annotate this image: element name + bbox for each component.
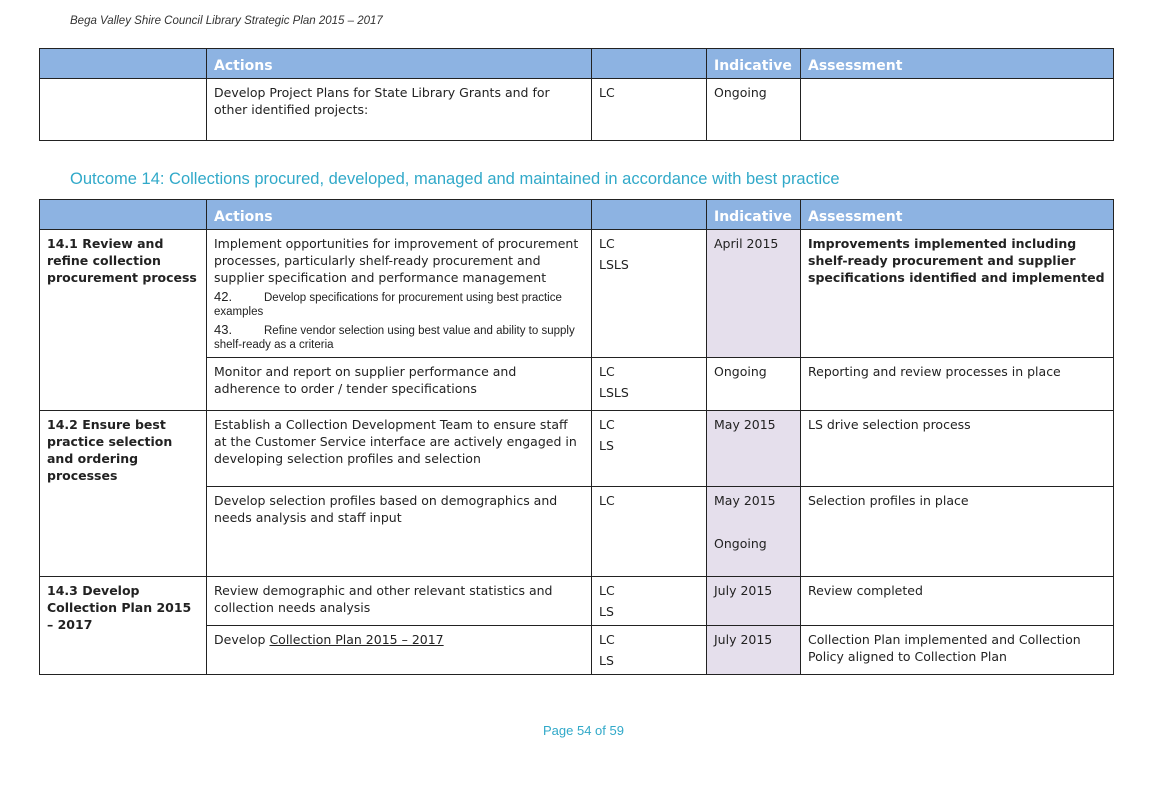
responsibility-code: LC [599, 364, 615, 379]
responsibility-code: LS [599, 438, 614, 453]
assessment-cell: Reporting and review processes in place [800, 357, 1114, 411]
indicative-cell: Ongoing [706, 357, 801, 411]
indicative-cell: May 2015 [706, 410, 801, 487]
indicative-cell: Ongoing [706, 78, 801, 141]
responsibility-code: LC [599, 632, 615, 647]
responsibility-code: LS [599, 653, 614, 668]
action-cell: Monitor and report on supplier performan… [206, 357, 592, 411]
table-row: 14.1 Review and refine collection procur… [39, 229, 1114, 411]
responsibility-cell: LC LS [591, 410, 707, 487]
indicative-date: May 2015 [714, 493, 776, 508]
table-row: Develop Project Plans for State Library … [39, 78, 1114, 141]
table-row: Develop selection profiles based on demo… [40, 486, 1114, 577]
sub-action-number: 43. [214, 322, 233, 337]
responsibility-code: LC [599, 236, 615, 251]
sub-action-text: Refine vendor selection using best value… [214, 325, 575, 351]
responsibility-code: LC [599, 417, 615, 432]
header-assessment: Assessment [800, 199, 1114, 230]
assessment-cell: Collection Plan implemented and Collecti… [800, 625, 1114, 675]
header-actions: Actions [206, 199, 592, 230]
indicative-cell: July 2015 [706, 576, 801, 626]
indicative-date: Ongoing [714, 536, 767, 551]
responsibility-code: LS [599, 604, 614, 619]
action-cell: Review demographic and other relevant st… [206, 576, 592, 626]
sub-action-item: 43.Refine vendor selection using best va… [214, 323, 584, 352]
table-row: Monitor and report on supplier performan… [40, 357, 1114, 411]
responsibility-cell: LC LSLS [591, 229, 707, 358]
assessment-cell: Selection profiles in place [800, 486, 1114, 577]
assessment-cell: LS drive selection process [800, 410, 1114, 487]
page-number: Page 54 of 59 [543, 723, 624, 738]
action-cell: Develop Collection Plan 2015 – 2017 [206, 625, 592, 675]
table-header-row: Actions Indicative Assessment [39, 48, 1114, 79]
assessment-cell: Review completed [800, 576, 1114, 626]
responsibility-cell: LC LS [591, 576, 707, 626]
action-text: Develop [214, 632, 270, 647]
table-row: 14.2 Ensure best practice selection and … [39, 410, 1114, 577]
action-text: Implement opportunities for improvement … [214, 236, 579, 285]
action-cell: Develop Project Plans for State Library … [206, 78, 592, 141]
indicative-cell: July 2015 [706, 625, 801, 675]
assessment-cell [800, 78, 1114, 141]
header-assessment: Assessment [800, 48, 1114, 79]
responsibility-cell: LC [591, 486, 707, 577]
objective-14-2: 14.2 Ensure best practice selection and … [39, 410, 207, 577]
header-indicative: Indicative [706, 199, 801, 230]
action-cell: Develop selection profiles based on demo… [206, 486, 592, 577]
header-indicative: Indicative [706, 48, 801, 79]
header-responsibility [591, 199, 707, 230]
action-cell: Establish a Collection Development Team … [206, 410, 592, 487]
objective-cell [39, 78, 207, 141]
continued-action-table: Actions Indicative Assessment Develop Pr… [39, 48, 1114, 141]
indicative-cell: May 2015 Ongoing [706, 486, 801, 577]
assessment-cell: Improvements implemented including shelf… [800, 229, 1114, 358]
sub-action-number: 42. [214, 289, 233, 304]
outcome-14-table: Actions Indicative Assessment 14.1 Revie… [39, 199, 1114, 675]
action-cell: Implement opportunities for improvement … [206, 229, 592, 358]
sub-action-text: Develop specifications for procurement u… [214, 292, 562, 318]
responsibility-code: LC [599, 493, 615, 508]
responsibility-code: LSLS [599, 257, 629, 272]
table-row: Develop Collection Plan 2015 – 2017 LC L… [40, 625, 1114, 675]
header-responsibility [591, 48, 707, 79]
responsibility-cell: LC LSLS [591, 357, 707, 411]
sub-action-item: 42.Develop specifications for procuremen… [214, 290, 584, 319]
running-header: Bega Valley Shire Council Library Strate… [70, 15, 383, 27]
collection-plan-link[interactable]: Collection Plan 2015 – 2017 [269, 632, 444, 647]
indicative-cell: April 2015 [706, 229, 801, 358]
header-objective [39, 199, 207, 230]
objective-14-3: 14.3 Develop Collection Plan 2015 – 2017 [39, 576, 207, 675]
responsibility-cell: LC [591, 78, 707, 141]
objective-14-1: 14.1 Review and refine collection procur… [39, 229, 207, 411]
outcome-heading: Outcome 14: Collections procured, develo… [70, 170, 840, 188]
responsibility-cell: LC LS [591, 625, 707, 675]
header-actions: Actions [206, 48, 592, 79]
header-objective [39, 48, 207, 79]
table-row: 14.3 Develop Collection Plan 2015 – 2017… [39, 576, 1114, 675]
responsibility-code: LC [599, 583, 615, 598]
responsibility-code: LSLS [599, 385, 629, 400]
table-header-row: Actions Indicative Assessment [39, 199, 1114, 230]
